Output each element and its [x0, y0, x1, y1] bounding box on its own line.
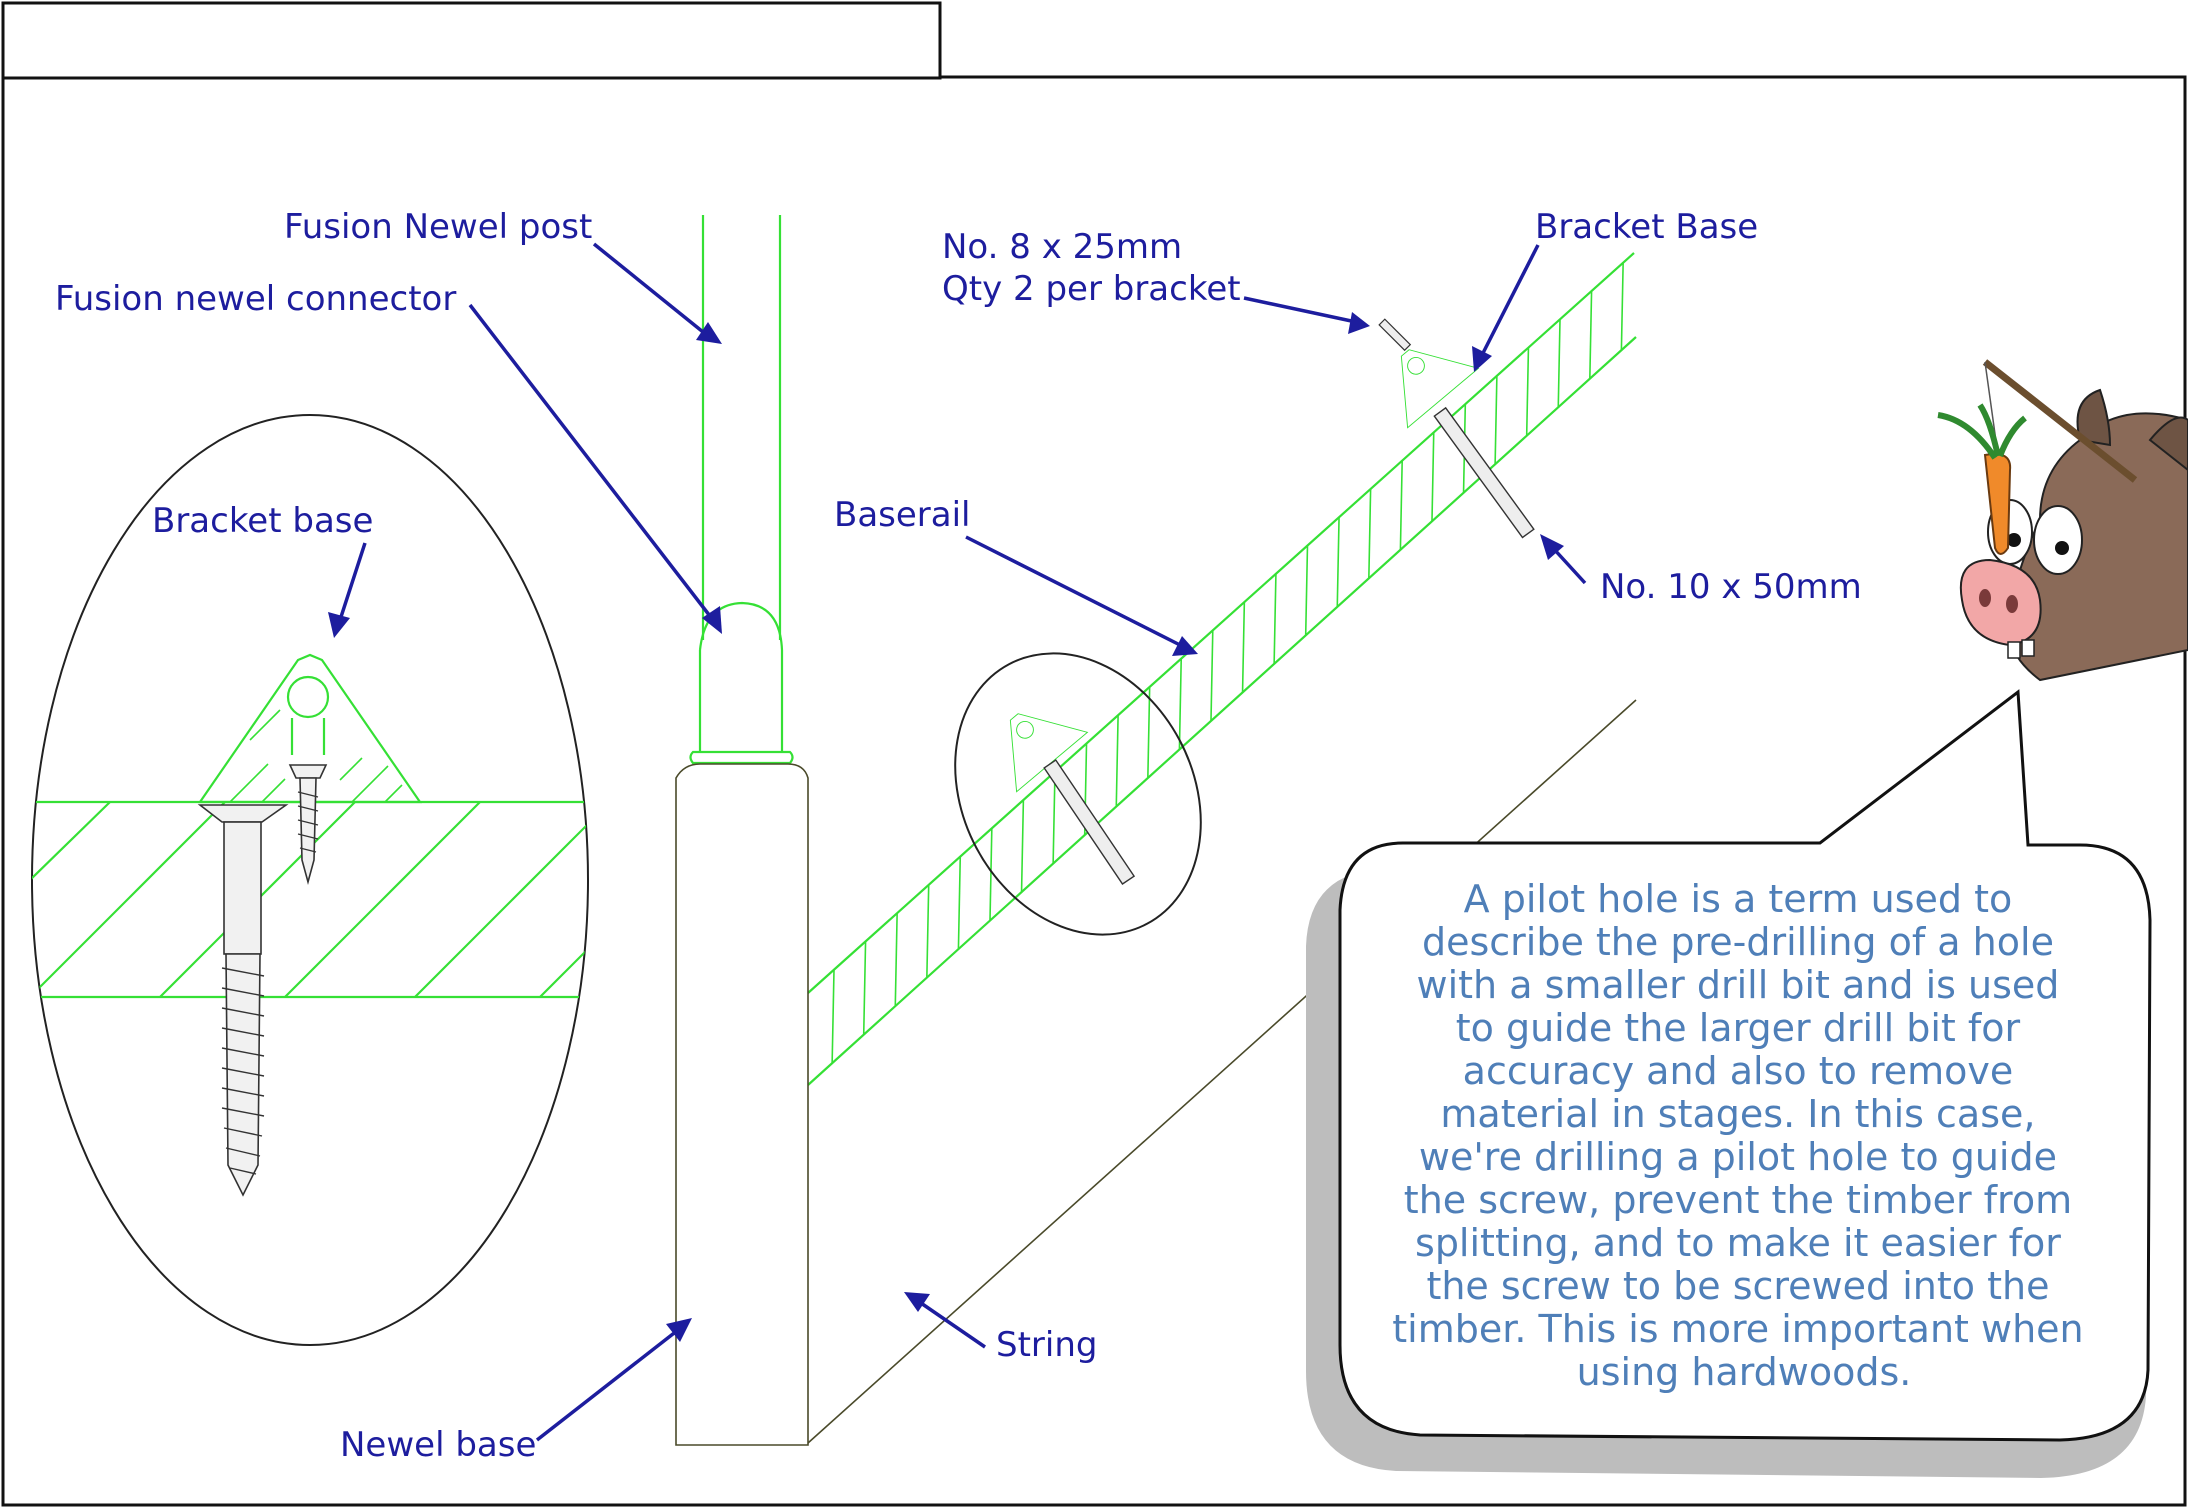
- label-newel-base: Newel base: [340, 1425, 536, 1465]
- callout-line: A pilot hole is a term used to: [1464, 877, 2013, 921]
- label-string: String: [996, 1325, 1097, 1365]
- label-fusion-newel-connector: Fusion newel connector: [55, 279, 456, 319]
- screw-icon: [1433, 406, 1535, 539]
- rail-hatch-line: [954, 253, 974, 1085]
- callout-bubble: A pilot hole is a term used to describe …: [1306, 689, 2152, 1478]
- rail-hatch-line: [892, 253, 912, 1085]
- rail-hatch-line: [830, 253, 850, 1085]
- label-arrows: [328, 242, 1587, 1442]
- callout-line: material in stages. In this case,: [1440, 1092, 2035, 1136]
- rail-hatch-line: [1171, 253, 1191, 1085]
- carrot-icon: [1937, 403, 2027, 555]
- rail-hatch-line: [1140, 253, 1160, 1085]
- rail-hatch-line: [923, 253, 943, 1085]
- screw-icon: [288, 764, 328, 886]
- callout-line: we're drilling a pilot hole to guide: [1419, 1135, 2057, 1179]
- rail-hatch-line: [1202, 253, 1222, 1085]
- callout-line: with a smaller drill bit and is used: [1417, 963, 2060, 1007]
- bracket-icon: [197, 653, 423, 804]
- bracket-on-rail-view: [954, 652, 1202, 936]
- rail-hatch-line: [861, 253, 881, 1085]
- label-screw-large: No. 10 x 50mm: [1600, 567, 1862, 607]
- bracket-detail-view: [31, 414, 589, 1346]
- rail-hatch-line: [1016, 253, 1036, 1085]
- screw-icon: [1378, 318, 1412, 352]
- label-fusion-newel-post: Fusion Newel post: [284, 207, 592, 247]
- rail-hatch-line: [1078, 253, 1098, 1085]
- bracket-base-part: [1378, 318, 1535, 539]
- callout-line: using hardwoods.: [1577, 1350, 1912, 1394]
- donkey-mascot-icon: [1959, 359, 2188, 682]
- label-screw-small-line1: No. 8 x 25mm: [942, 227, 1182, 267]
- fusion-newel-connector: [689, 601, 794, 765]
- callout-line: the screw to be screwed into the: [1426, 1264, 2049, 1308]
- rail-hatch-line: [985, 253, 1005, 1085]
- rail-hatch-line: [1233, 253, 1253, 1085]
- screw-icon: [197, 804, 289, 1197]
- callout-line: to guide the larger drill bit for: [1456, 1006, 2021, 1050]
- newel-base: [675, 763, 809, 1446]
- fusion-newel-post: [701, 215, 782, 640]
- callout-line: accuracy and also to remove: [1463, 1049, 2014, 1093]
- label-bracket-base: Bracket Base: [1535, 207, 1758, 247]
- label-bracket-base-detail: Bracket base: [152, 501, 373, 541]
- callout-line: describe the pre-drilling of a hole: [1422, 920, 2054, 964]
- callout-line: the screw, prevent the timber from: [1404, 1178, 2072, 1222]
- callout-line: timber. This is more important when: [1392, 1307, 2083, 1351]
- title-tab: [1, 1, 942, 80]
- label-screw-small-line2: Qty 2 per bracket: [942, 269, 1241, 309]
- callout-text: A pilot hole is a term used to describe …: [1392, 877, 2095, 1394]
- callout-line: splitting, and to make it easier for: [1415, 1221, 2061, 1265]
- label-baserail: Baserail: [834, 495, 971, 535]
- rail-hatch-line: [1047, 253, 1067, 1085]
